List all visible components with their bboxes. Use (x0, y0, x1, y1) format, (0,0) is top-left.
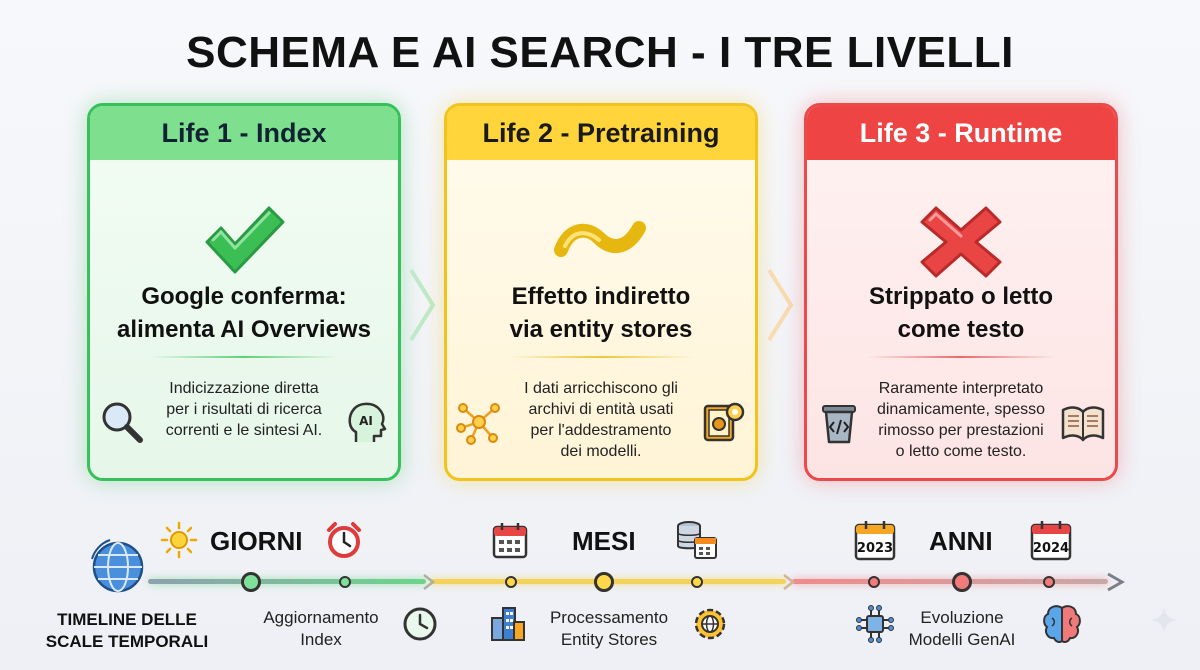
calendar-2024-icon: 2024 (1029, 518, 1073, 562)
trash-code-icon (815, 398, 863, 446)
cross-icon (807, 200, 1115, 280)
timeline-dot (241, 572, 261, 592)
chevron-right-icon (421, 572, 437, 592)
calendar-icon (490, 520, 530, 560)
arrow-head-icon (1104, 572, 1126, 592)
svg-text:AI: AI (359, 414, 373, 428)
alarm-clock-icon (324, 520, 364, 560)
chevron-right-icon (761, 260, 801, 350)
tilde-icon (447, 200, 755, 280)
buildings-icon (488, 602, 528, 642)
divider (507, 356, 695, 358)
chevron-right-icon (403, 260, 443, 350)
page-title: SCHEMA E AI SEARCH - I TRE LIVELLI (186, 28, 1014, 77)
timeline-segment-anni (792, 579, 1108, 584)
sparkle-icon (1148, 604, 1180, 636)
timeline-dot (952, 572, 972, 592)
check-icon (90, 200, 398, 280)
timeline-segment-giorni (148, 579, 426, 584)
timeline-label-giorni: GIORNI (210, 526, 303, 556)
card-headline: Google conferma:alimenta AI Overviews (117, 283, 371, 343)
book-gear-icon (699, 398, 747, 446)
gear-globe-icon (690, 604, 730, 644)
timeline-dot (339, 576, 351, 588)
svg-text:2023: 2023 (857, 541, 893, 556)
divider (150, 356, 338, 358)
timeline-dot (594, 572, 614, 592)
timeline-dot (691, 576, 703, 588)
database-calendar-icon (675, 518, 719, 562)
card-header: Life 1 - Index (90, 106, 398, 160)
card-header: Life 2 - Pretraining (447, 106, 755, 160)
timeline-dot (868, 576, 880, 588)
clock-icon (400, 604, 440, 644)
card-header: Life 3 - Runtime (807, 106, 1115, 160)
card-life-1: Life 1 - Index Google conferma:alimenta … (87, 103, 401, 481)
open-book-icon (1059, 398, 1107, 446)
timeline-dot (505, 576, 517, 588)
globe-icon (88, 537, 148, 597)
magnifier-icon (98, 398, 146, 446)
calendar-2023-icon: 2023 (853, 518, 897, 562)
divider (867, 356, 1055, 358)
ai-head-icon: AI (342, 398, 390, 446)
sun-icon (159, 520, 199, 560)
chip-icon (855, 604, 895, 644)
timeline-label-mesi: MESI (572, 526, 636, 556)
brain-icon (1040, 602, 1084, 646)
timeline-dot (1043, 576, 1055, 588)
svg-text:2024: 2024 (1033, 541, 1069, 556)
timeline-label-anni: ANNI (929, 526, 993, 556)
network-graph-icon (455, 398, 503, 446)
chevron-right-icon (781, 572, 797, 592)
